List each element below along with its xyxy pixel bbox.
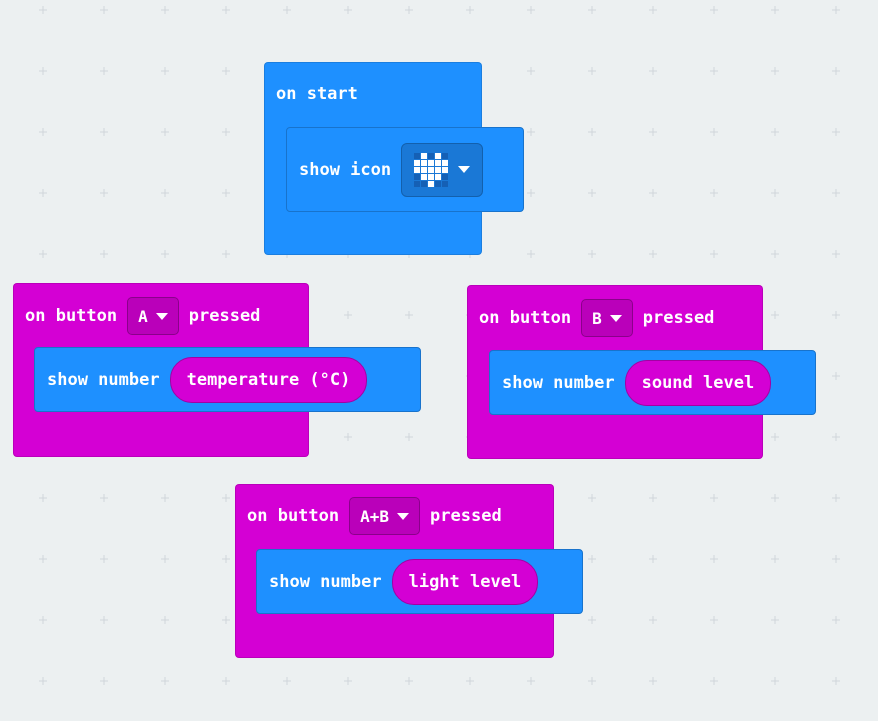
on-button-a-header: on button A pressed (25, 297, 260, 335)
led-cell (435, 180, 442, 187)
heart-icon (414, 152, 449, 187)
led-cell (421, 159, 428, 166)
on-button-label: on button (25, 306, 118, 326)
led-cell (414, 173, 421, 180)
button-a-value: A (138, 306, 148, 326)
show-number-label: show number (269, 571, 382, 592)
on-start-label: on start (276, 84, 358, 104)
led-cell (428, 166, 435, 173)
led-cell (442, 173, 449, 180)
button-a-dropdown[interactable]: A (127, 297, 179, 335)
led-cell (442, 159, 449, 166)
button-ab-dropdown[interactable]: A+B (349, 497, 421, 535)
chevron-down-icon (458, 166, 471, 173)
chevron-down-icon (609, 314, 622, 322)
led-cell (442, 166, 449, 173)
led-cell (435, 152, 442, 159)
icon-dropdown[interactable] (401, 142, 484, 197)
led-cell (414, 159, 421, 166)
pressed-label: pressed (188, 306, 261, 326)
button-b-dropdown[interactable]: B (581, 299, 633, 337)
led-cell (414, 166, 421, 173)
show-number-block-b[interactable]: show number sound level (489, 350, 816, 415)
show-icon-label: show icon (299, 159, 392, 180)
chevron-down-icon (155, 312, 168, 320)
led-cell (428, 159, 435, 166)
on-button-ab-header: on button A+B pressed (247, 497, 502, 535)
led-cell (421, 166, 428, 173)
temperature-reporter[interactable]: temperature (°C) (169, 356, 368, 403)
led-cell (428, 180, 435, 187)
button-b-value: B (592, 308, 602, 328)
chevron-down-icon (397, 512, 410, 520)
pressed-label: pressed (430, 506, 502, 526)
led-cell (421, 152, 428, 159)
led-cell (414, 180, 421, 187)
on-button-b-header: on button B pressed (479, 299, 714, 337)
button-ab-value: A+B (360, 506, 390, 526)
led-cell (428, 173, 435, 180)
show-icon-block[interactable]: show icon (286, 127, 524, 212)
led-cell (442, 180, 449, 187)
light-level-reporter[interactable]: light level (391, 558, 539, 605)
show-number-block-ab[interactable]: show number light level (256, 549, 583, 614)
led-cell (435, 159, 442, 166)
led-cell (442, 152, 449, 159)
led-cell (421, 180, 428, 187)
sound-level-reporter[interactable]: sound level (624, 359, 772, 406)
led-cell (435, 166, 442, 173)
led-cell (414, 152, 421, 159)
show-number-label: show number (47, 369, 160, 390)
show-number-label: show number (502, 372, 615, 393)
led-cell (421, 173, 428, 180)
show-number-block-a[interactable]: show number temperature (°C) (34, 347, 421, 412)
led-cell (435, 173, 442, 180)
pressed-label: pressed (642, 308, 715, 328)
on-button-label: on button (247, 506, 340, 526)
on-button-label: on button (479, 308, 572, 328)
led-cell (428, 152, 435, 159)
